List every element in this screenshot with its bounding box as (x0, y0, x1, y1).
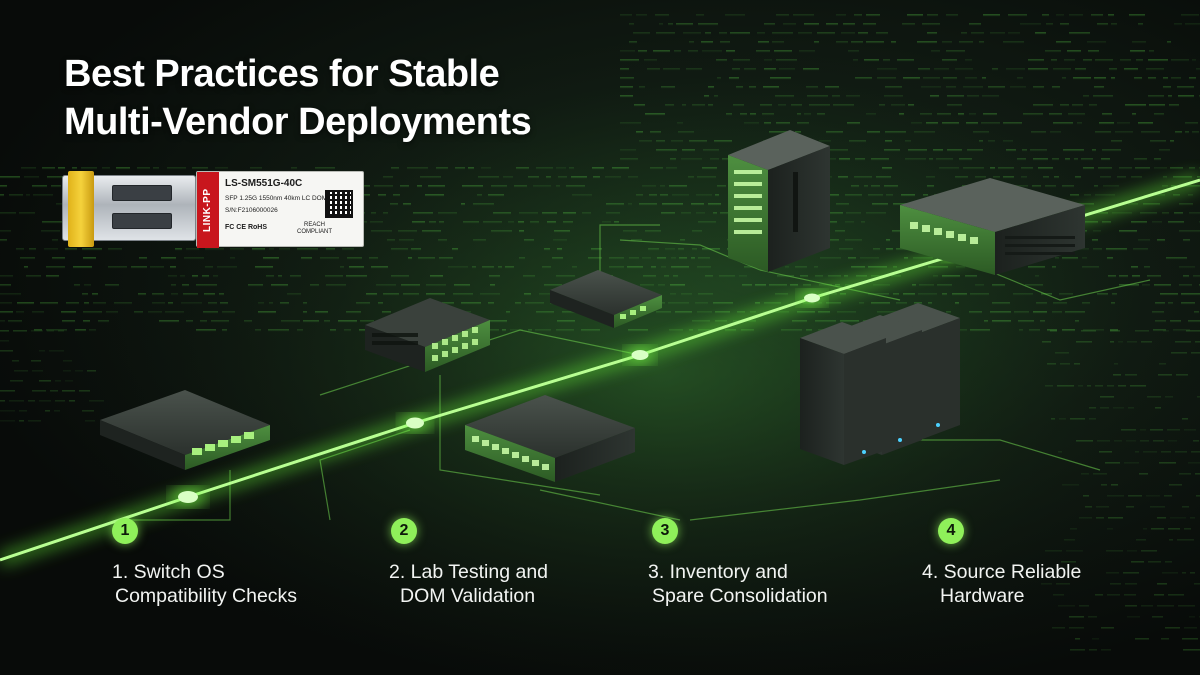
desktop-switch-left (100, 390, 270, 470)
node-4 (798, 290, 826, 306)
step-3: 3 3. Inventory and Spare Consolidation (648, 518, 888, 608)
sfp-model: LS-SM551G-40C (225, 178, 303, 189)
step-number-badge: 4 (938, 518, 964, 544)
node-3 (625, 346, 655, 364)
rack-switch-center-left (365, 298, 490, 372)
sfp-reach-mark: REACH COMPLIANT (297, 222, 333, 235)
page-title: Best Practices for Stable Multi-Vendor D… (64, 50, 684, 146)
tower-server-1 (800, 322, 886, 465)
step-number-badge: 2 (391, 518, 417, 544)
step-2: 2 2. Lab Testing and DOM Validation (389, 518, 629, 608)
sfp-port-tx (112, 185, 172, 201)
tower-servers-right (800, 303, 960, 465)
node-1 (170, 487, 206, 507)
step-label: 1. Switch OS Compatibility Checks (112, 561, 298, 607)
step-number-badge: 3 (652, 518, 678, 544)
sfp-brand: LINK-PP (197, 172, 219, 248)
sfp-serial: S/N:F2106000026 (225, 207, 278, 214)
sfp-port-rx (112, 213, 172, 229)
qr-code-icon (325, 190, 353, 218)
node-2 (399, 414, 431, 432)
sfp-latch (68, 171, 94, 247)
step-label: 3. Inventory and Spare Consolidation (648, 561, 828, 607)
title-line-2: Multi-Vendor Deployments (64, 101, 532, 143)
sfp-transceiver-module: LINK-PP LS-SM551G-40C SFP 1.25G 1550nm 4… (62, 171, 364, 248)
step-number-badge: 1 (112, 518, 138, 544)
step-1: 1 1. Switch OS Compatibility Checks (112, 518, 352, 608)
switch-center-bottom (465, 395, 635, 482)
step-4: 4 4. Source Reliable Hardware (922, 518, 1162, 608)
tower-chassis-top (728, 130, 830, 272)
step-label: 4. Source Reliable Hardware (922, 561, 1082, 607)
small-switch-top-center (550, 270, 662, 328)
title-line-1: Best Practices for Stable (64, 53, 500, 95)
sfp-spec: SFP 1.25G 1550nm 40km LC DOM (225, 195, 328, 202)
wide-server-right (900, 178, 1085, 275)
step-label: 2. Lab Testing and DOM Validation (389, 561, 549, 607)
sfp-label: LINK-PP LS-SM551G-40C SFP 1.25G 1550nm 4… (196, 171, 364, 248)
sfp-cert-marks: FC CE RoHS (225, 224, 267, 231)
